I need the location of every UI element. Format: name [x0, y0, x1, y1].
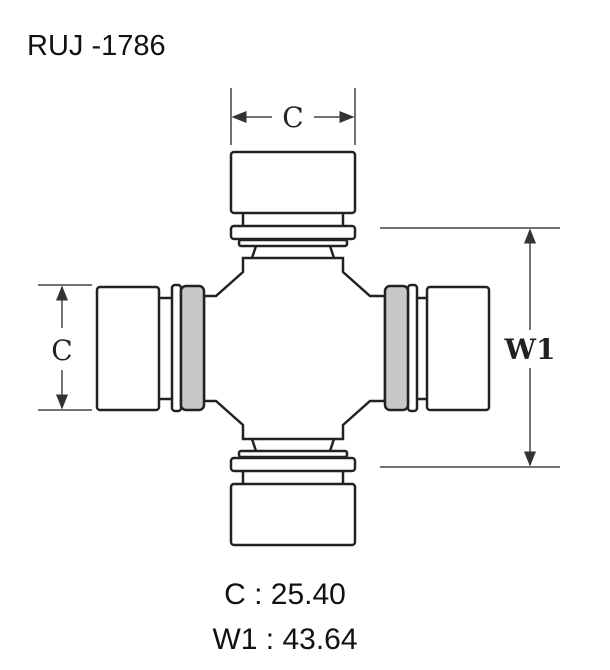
spec-w1: W1 : 43.64	[212, 623, 358, 656]
left-bearing-cap	[95, 283, 206, 413]
top-bearing-cap	[229, 150, 357, 259]
cross-body	[202, 256, 387, 441]
spec-c: C : 25.40	[224, 578, 346, 611]
dimension-c-top	[230, 88, 356, 145]
dim-c-top-label: C	[282, 101, 303, 134]
right-bearing-cap	[383, 283, 491, 413]
dim-c-left-label: C	[51, 334, 72, 367]
bottom-bearing-cap	[229, 438, 357, 547]
part-number-title: RUJ -1786	[27, 30, 166, 62]
dim-w1-label: W1	[504, 333, 556, 366]
dimension-c-left	[38, 284, 92, 411]
dimension-w1	[380, 227, 560, 468]
